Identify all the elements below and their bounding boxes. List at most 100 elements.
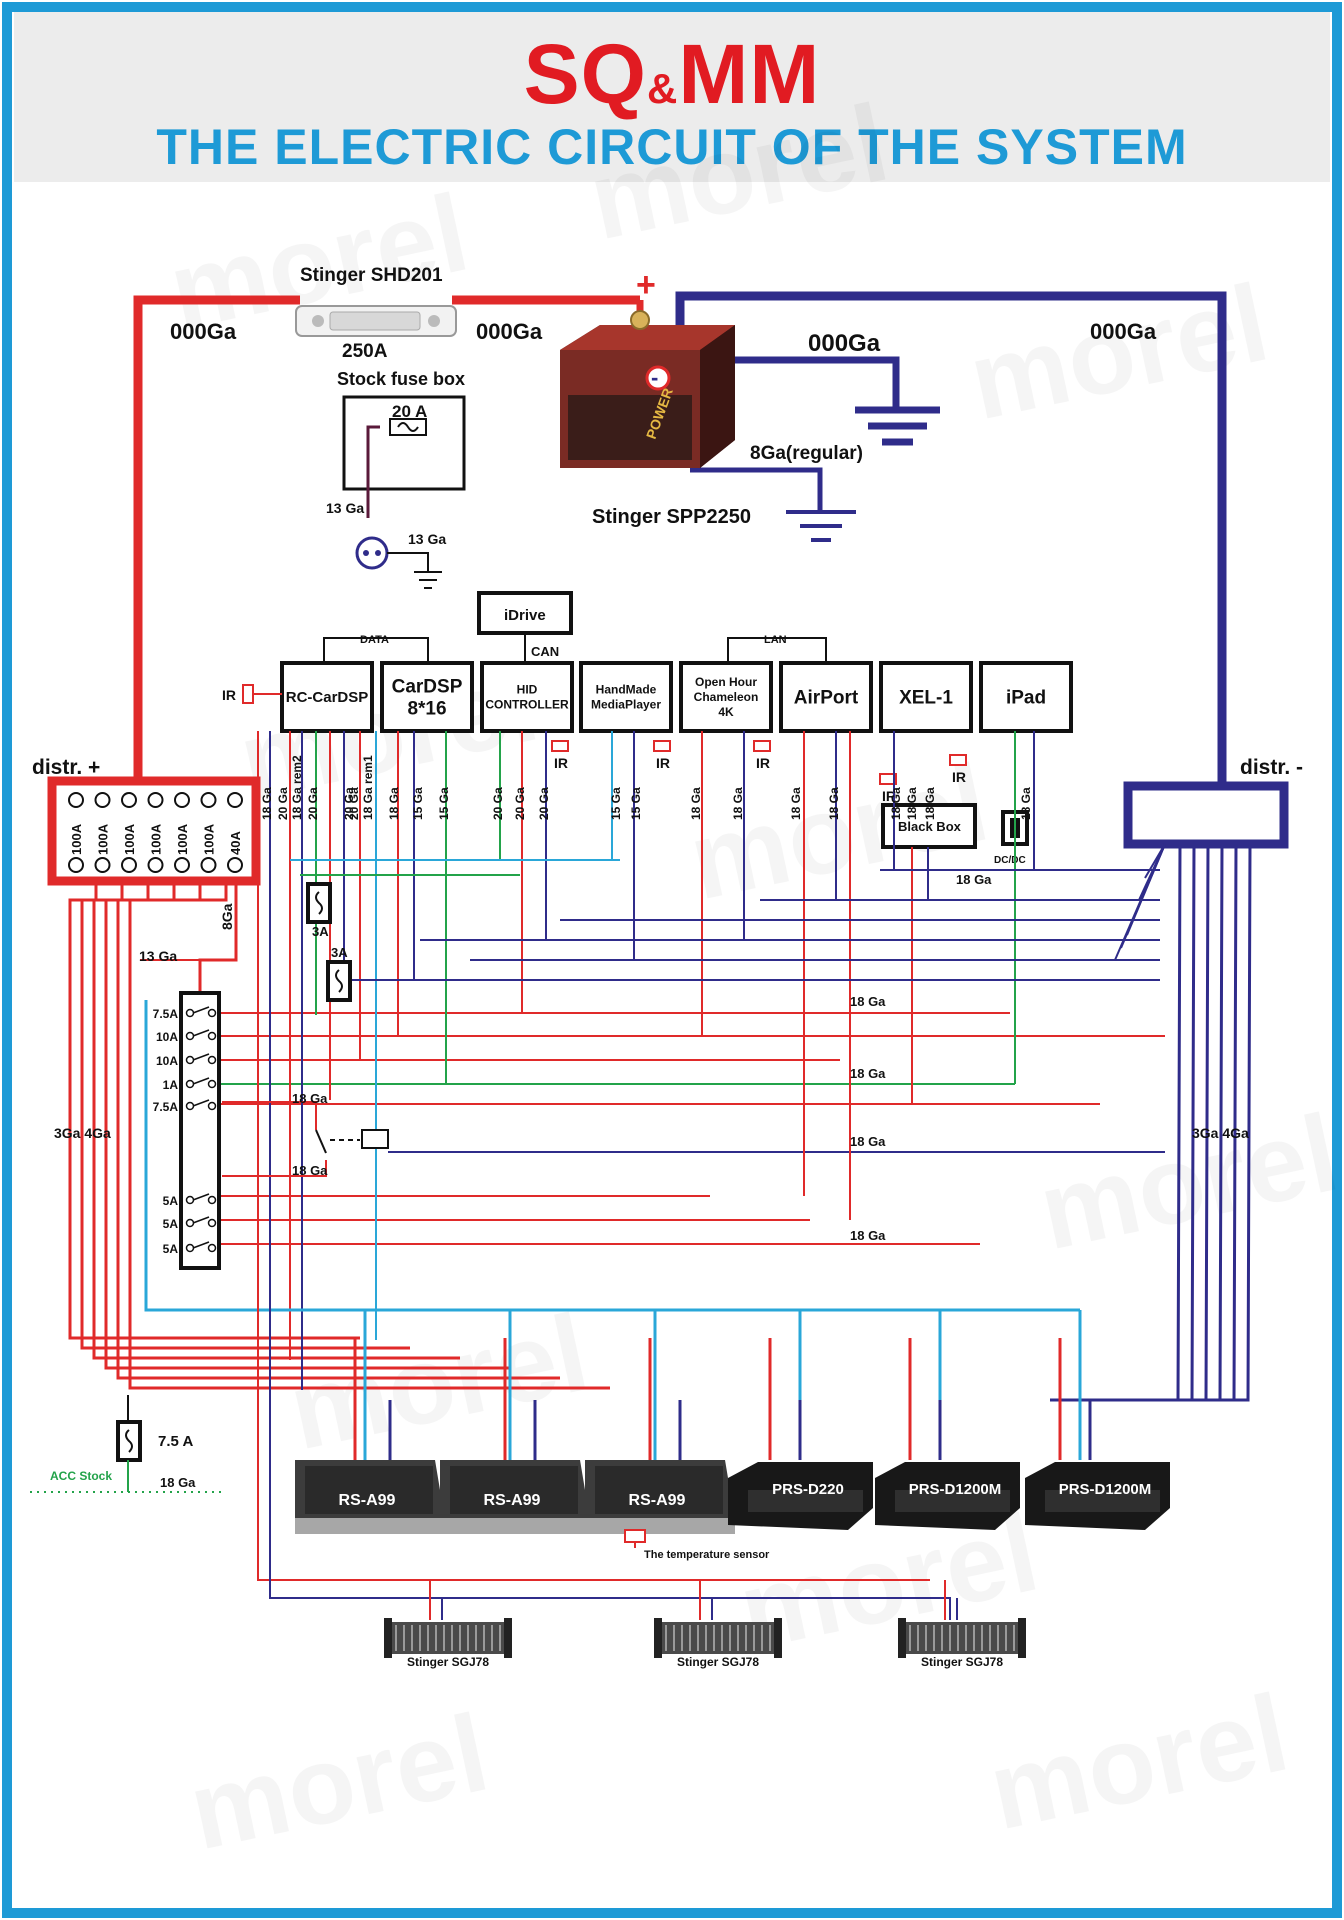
fuse-block-fuse: 7.5A bbox=[153, 1099, 217, 1114]
relay-wire-bottom-label: 18 Ga bbox=[292, 1163, 328, 1178]
watermark-text: morel bbox=[979, 1671, 1298, 1854]
wire-gauge-label: 15 Ga bbox=[609, 787, 623, 820]
wire-gauge-label: 18 Ga bbox=[905, 787, 919, 820]
amplifier: PRS-D1200M bbox=[875, 1462, 1020, 1530]
fuse-block-fuses: 7.5A 10A 10A 1A 7.5A 5A 5A 5A bbox=[153, 1006, 217, 1256]
temperature-sensor-label: The temperature sensor bbox=[644, 1549, 770, 1561]
ir-label: IR bbox=[554, 755, 568, 771]
watermark-text: morel bbox=[279, 1291, 598, 1474]
wire-gauge-label: 18 Ga bbox=[731, 787, 745, 820]
wire-gauge-label: 18 Ga bbox=[923, 787, 937, 820]
ir-receivers: IR IR IR IR IR bbox=[551, 740, 967, 804]
device-label: CarDSP bbox=[392, 676, 463, 697]
ground-icon bbox=[855, 406, 940, 446]
wire-gauge-label: 15 Ga bbox=[437, 787, 451, 820]
ir-label: IR bbox=[656, 755, 670, 771]
diagram-title: THE ELECTRIC CIRCUIT OF THE SYSTEM bbox=[156, 119, 1188, 175]
ir-label: IR bbox=[952, 769, 966, 785]
brand-logo: SQ&MM bbox=[523, 27, 821, 121]
device-xel1: XEL-1 bbox=[879, 661, 973, 733]
fuse-block-fuse-label: 1A bbox=[163, 1078, 179, 1092]
run-gauge-label: 18 Ga bbox=[850, 1066, 886, 1081]
distribution-fuse: 100A bbox=[200, 792, 217, 873]
data-bus-label: DATA bbox=[360, 634, 389, 646]
fuse-rating: 250A bbox=[342, 341, 388, 362]
fuse-block-fuse-label: 7.5A bbox=[153, 1007, 179, 1021]
lan-bus-label: LAN bbox=[764, 634, 787, 646]
positive-terminal-sign: + bbox=[636, 266, 656, 304]
temperature-sensor bbox=[624, 1529, 646, 1548]
device-ipad: iPad bbox=[979, 661, 1073, 733]
fan-label: Stinger SGJ78 bbox=[921, 1655, 1003, 1669]
idrive-label: iDrive bbox=[504, 607, 546, 624]
amplifier-label: PRS-D1200M bbox=[909, 1481, 1002, 1498]
wire-gauge-label: 18 Ga bbox=[1019, 787, 1033, 820]
wire-gauge-label: 18 Ga bbox=[827, 787, 841, 820]
acc-stock-label: ACC Stock bbox=[50, 1469, 112, 1483]
acc-fuse bbox=[30, 1395, 222, 1493]
wire-13ga-label: 13 Ga bbox=[139, 948, 177, 964]
battery-spp2250: POWER bbox=[560, 310, 735, 468]
battery-ground-label: 8Ga(regular) bbox=[750, 443, 863, 464]
cable-label-left: 000Ga bbox=[170, 319, 237, 344]
wire-gauge-label: 15 Ga bbox=[629, 787, 643, 820]
device-label: Chameleon bbox=[694, 690, 759, 704]
distribution-fuse-label: 100A bbox=[69, 823, 84, 855]
amplifier-label: RS-A99 bbox=[484, 1492, 541, 1509]
fuse-block-fuse-label: 5A bbox=[163, 1242, 179, 1256]
inline-fuse-3a bbox=[326, 960, 352, 1002]
lan-bus bbox=[727, 637, 827, 663]
wire-gauge-label: 20 Ga bbox=[537, 787, 551, 820]
fuse-block-fuse: 5A bbox=[163, 1216, 217, 1231]
header: SQ&MM THE ELECTRIC CIRCUIT OF THE SYSTEM bbox=[14, 12, 1330, 182]
ir-receiver-icon: IR bbox=[879, 773, 897, 804]
distribution-fuse: 100A bbox=[68, 792, 84, 873]
fan-label: Stinger SGJ78 bbox=[407, 1655, 489, 1669]
ir-receiver-icon: IR bbox=[653, 740, 671, 771]
ir-label: IR bbox=[882, 788, 896, 804]
idrive-box bbox=[477, 591, 573, 663]
amplifier-label: RS-A99 bbox=[629, 1492, 686, 1509]
wire-gauge-label: 20 Ga bbox=[306, 787, 320, 820]
stock-fuse-rating: 20 A bbox=[392, 402, 427, 421]
amplifier: PRS-D1200M bbox=[1025, 1462, 1170, 1530]
wire-gauge-label: 18 Ga bbox=[889, 787, 903, 820]
distribution-fuse-label: 100A bbox=[96, 823, 111, 855]
run-gauge-label: 18 Ga bbox=[850, 1228, 886, 1243]
ir-receiver-icon: IR bbox=[753, 740, 771, 771]
fuse-block-fuse: 5A bbox=[163, 1241, 217, 1256]
wire-8ga-label: 8Ga bbox=[219, 903, 235, 930]
ir-receiver-icon: IR bbox=[949, 754, 967, 785]
ground-icon bbox=[786, 510, 856, 542]
right-gauge-label: 3Ga 4Ga bbox=[1192, 1125, 1249, 1141]
wire-gauge-label: 18 Ga bbox=[387, 787, 401, 820]
watermark-text: morel bbox=[1029, 1091, 1344, 1274]
wire-gauge-label: 20 Ga bbox=[276, 787, 290, 820]
fuse-block-fuse-label: 10A bbox=[156, 1054, 178, 1068]
amplifier: RS-A99 bbox=[295, 1460, 445, 1534]
distribution-fuse-label: 100A bbox=[122, 823, 137, 855]
device-label: HID bbox=[517, 683, 538, 697]
device-label: 4K bbox=[718, 705, 734, 719]
watermark-text: morel bbox=[959, 261, 1278, 444]
wire-gauge-label: 20 Ga bbox=[491, 787, 505, 820]
fuse-block-fuse: 5A bbox=[163, 1193, 217, 1208]
distribution-fuse: 40A bbox=[227, 792, 243, 873]
wire-gauge-label: 20 Ga bbox=[347, 787, 361, 820]
inline-fuse-3a bbox=[306, 882, 332, 924]
amplifier-label: RS-A99 bbox=[339, 1492, 396, 1509]
fuse-block-fuse-label: 10A bbox=[156, 1030, 178, 1044]
run-gauge-label: 18 Ga bbox=[850, 994, 886, 1009]
distribution-fuse: 100A bbox=[147, 792, 164, 873]
device-label: CONTROLLER bbox=[485, 698, 569, 712]
can-bus-label: CAN bbox=[531, 644, 559, 659]
inline-fuse-label: 3A bbox=[331, 945, 348, 960]
distr-minus-label: distr. - bbox=[1240, 756, 1303, 779]
